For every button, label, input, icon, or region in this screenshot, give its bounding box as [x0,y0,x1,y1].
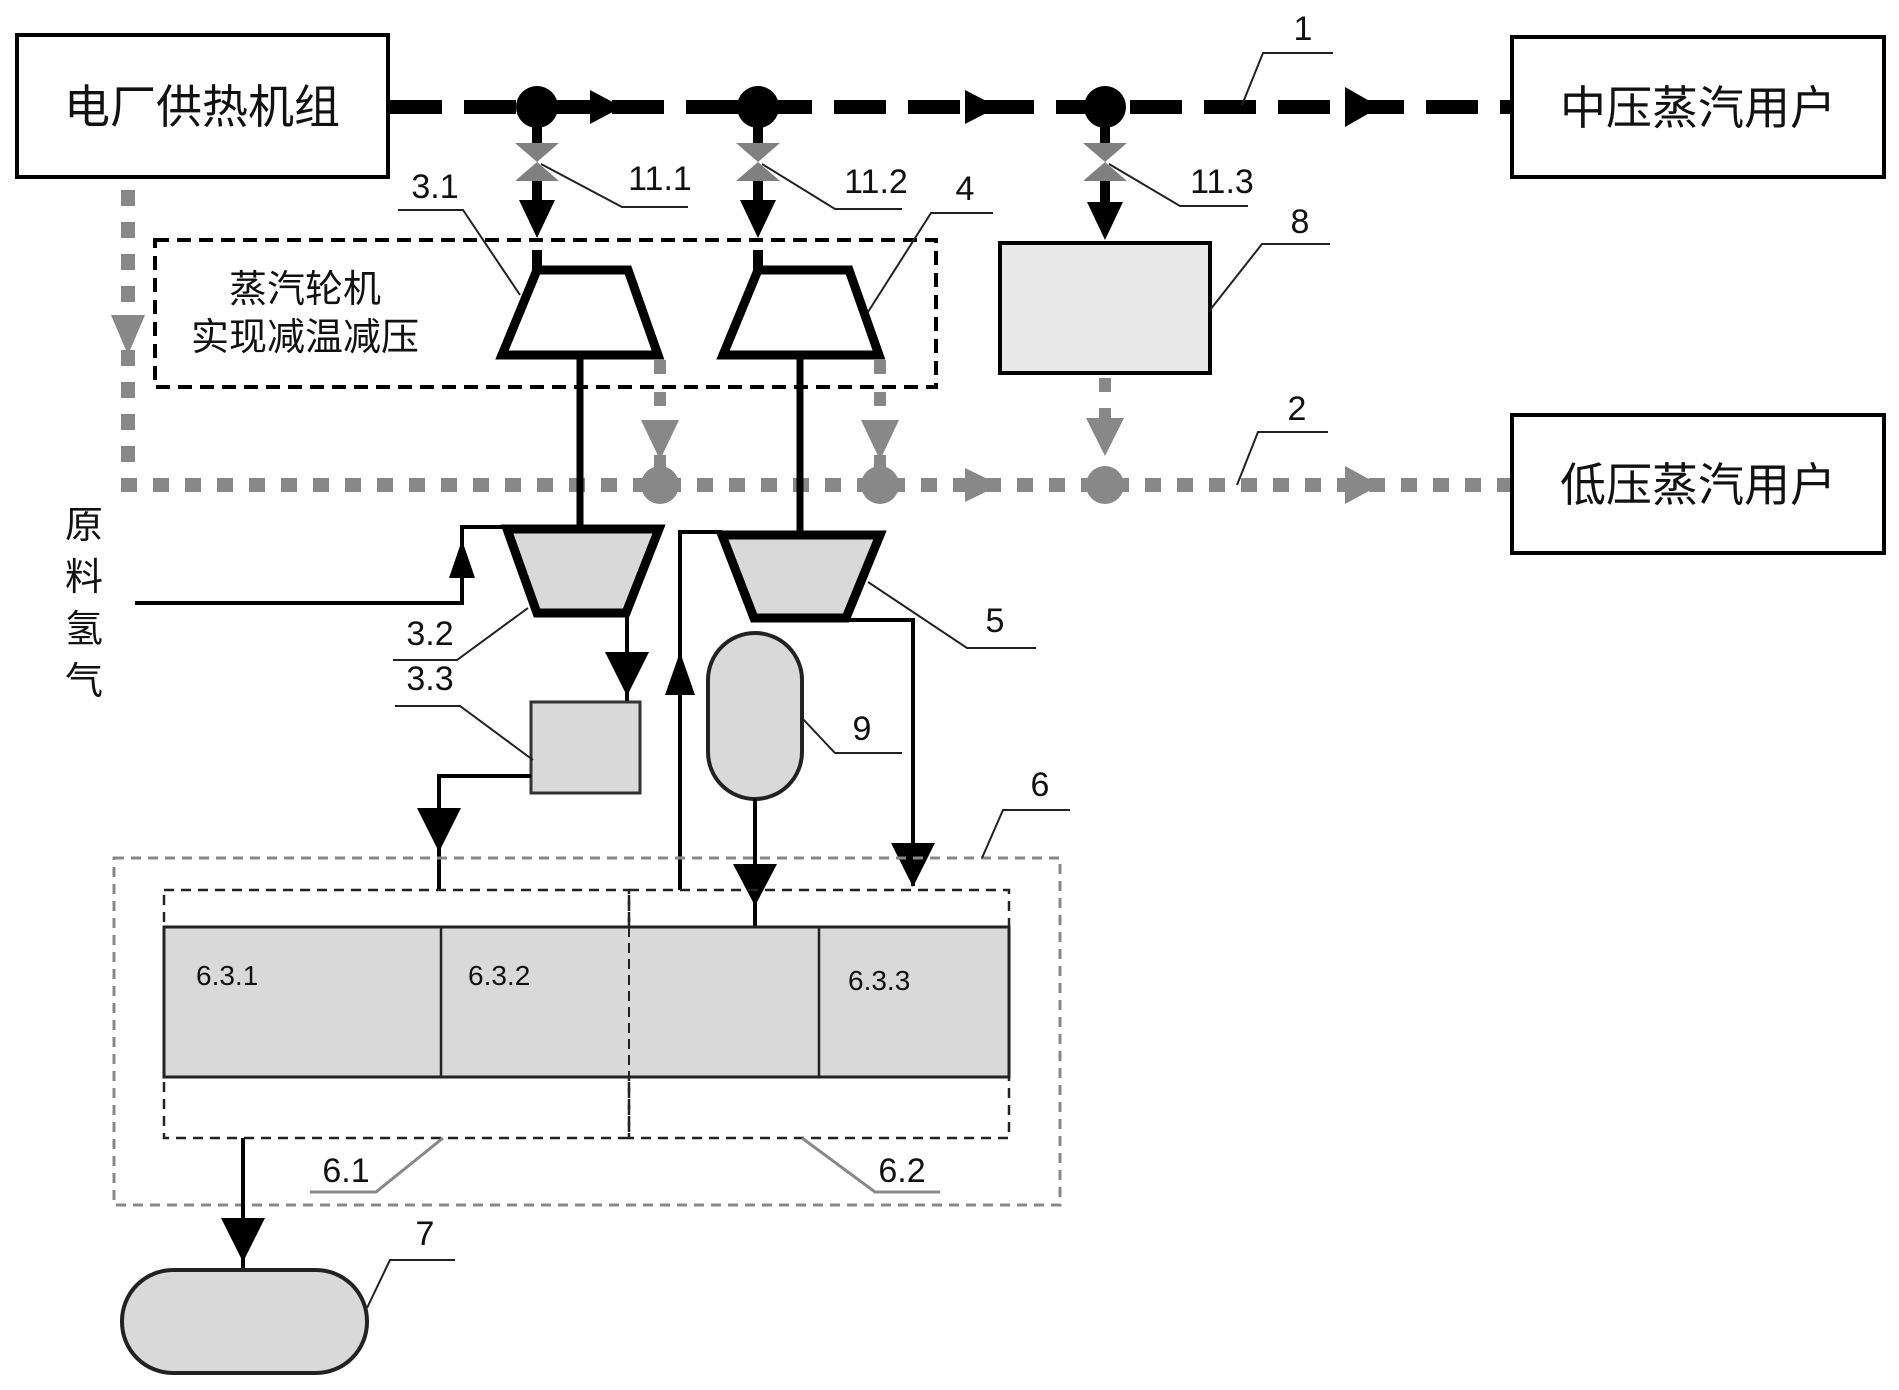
mp-user-label: 中压蒸汽用户 [1560,81,1836,135]
label-valve-11-3: 11.3 [1190,163,1254,201]
label-compressor-3-2: 3.2 [406,615,453,653]
branch-11-3 [1083,120,1127,240]
label-unit-6-2: 6.2 [878,1152,925,1190]
flow-arrow-icon [891,843,935,887]
label-line-1: 1 [1294,10,1313,48]
turbine-4 [723,250,879,355]
turbine-3-1 [502,250,658,355]
turbine-icon [502,270,658,355]
flow-arrow-icon [417,808,461,852]
flow-arrow-icon [221,1218,265,1262]
branch-11-1 [515,120,559,238]
valve-11-2-icon[interactable] [736,143,780,162]
valve-11-3-icon[interactable] [1083,143,1127,162]
valve-11-1-icon-lower[interactable] [515,162,559,181]
hp-flow-arrow-icon [1345,87,1380,127]
label-turbine-4: 4 [956,170,975,208]
flow-arrow-icon [1087,202,1123,240]
cell-block: 6.3.1 6.3.2 6.3.3 [164,927,1009,1077]
lp-flow-arrow-icon [1086,418,1124,456]
flow-arrow-icon [449,540,475,578]
lp-junction-icon [641,466,679,504]
label-box-8: 8 [1291,203,1310,241]
flow-arrow-icon [665,652,695,695]
hydrogen-feed-line [135,527,507,603]
label-box-3-3: 3.3 [406,660,453,698]
flow-arrow-icon [605,652,649,696]
lp-user-label: 低压蒸汽用户 [1560,458,1836,512]
cell-6-3-2-label: 6.3.2 [468,960,530,991]
box-3-3-outlet [439,776,531,890]
hp-flow-arrow-icon [590,90,622,124]
mp-user-box: 中压蒸汽用户 [1512,37,1884,177]
lp-flow-arrow-icon [641,420,679,460]
lp-user-box: 低压蒸汽用户 [1512,415,1884,553]
label-line-2: 2 [1288,390,1307,428]
valve-11-1-icon[interactable] [515,143,559,162]
label-turbine-3-1: 3.1 [411,168,458,206]
cell-6-3-1-label: 6.3.1 [196,960,258,991]
box-8 [1000,243,1210,373]
cell-6-3-3-label: 6.3.3 [848,965,910,996]
source-box: 电厂供热机组 [17,35,388,177]
source-box-label: 电厂供热机组 [64,80,340,134]
label-unit-6: 6 [1031,766,1050,804]
branch-11-2 [736,120,780,238]
box-3-3 [531,702,640,793]
feed-char: 料 [65,555,103,599]
turbine-group-note-line1: 蒸汽轮机 [229,267,381,311]
turbine-group-note-line2: 实现减温减压 [191,315,419,359]
feed-char: 氢 [65,607,103,651]
feed-char: 气 [65,659,103,703]
lp-flow-arrow-icon [111,315,145,355]
label-valve-11-2: 11.2 [844,163,908,201]
flow-arrow-icon [519,200,555,238]
vessel-9 [708,633,802,799]
label-unit-6-1: 6.1 [322,1152,369,1190]
lp-junction-icon [1086,466,1124,504]
lp-flow-arrow-icon [861,420,899,460]
ref-labels: 1 2 3.1 11.1 11.2 4 11.3 8 3.2 3.3 5 9 [310,10,1333,1308]
label-vessel-9: 9 [853,710,872,748]
compressor-3-2 [507,529,659,613]
turbine-icon [723,270,879,355]
feed-label: 原 料 氢 气 [65,503,103,703]
flow-arrow-icon [740,200,776,238]
lp-flow-arrow-icon [1345,466,1380,504]
flow-arrow-icon [733,864,777,906]
compressor-5 [722,535,880,618]
label-tank-7: 7 [416,1215,435,1253]
feed-char: 原 [65,503,103,547]
label-compressor-5: 5 [986,602,1005,640]
hp-flow-arrow-icon [965,90,998,124]
tank-7 [122,1270,367,1373]
lp-junction-icon [861,466,899,504]
lp-flow-arrow-icon [965,468,1000,502]
label-valve-11-1: 11.1 [628,160,692,198]
